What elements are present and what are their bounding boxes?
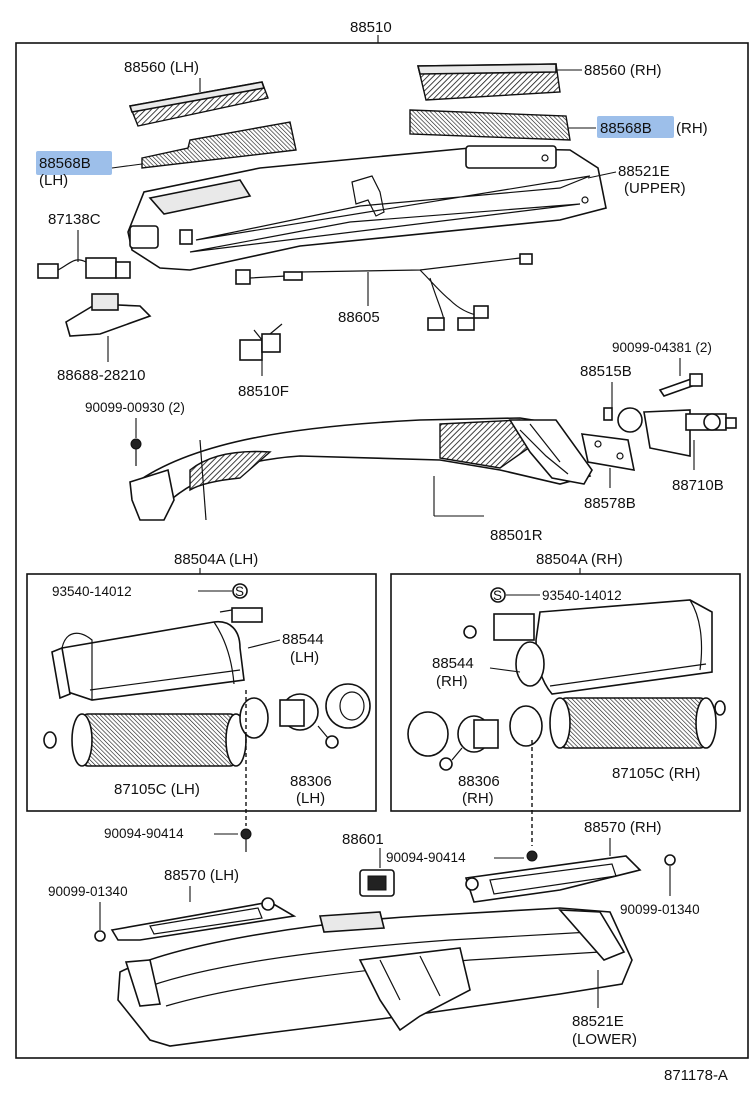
label-filter-lh[interactable]: 88560 (LH) (124, 59, 199, 76)
label-harness[interactable]: 88605 (338, 309, 380, 326)
label-evaporator[interactable]: 88501R (490, 527, 543, 544)
harness-drawing (235, 253, 533, 331)
svg-text:S: S (493, 588, 502, 603)
part-88601-drawing (359, 869, 395, 897)
bolt-top-drawing (658, 373, 703, 397)
label-plate[interactable]: 88578B (584, 495, 636, 512)
label-housing-lh[interactable]: 88544 (282, 631, 324, 648)
motor-rh-drawing (407, 705, 543, 771)
label-duct-rh[interactable]: 88570 (RH) (584, 819, 662, 836)
nut-rh-drawing (664, 854, 676, 866)
evaporator-drawing (129, 417, 593, 521)
lower-case-drawing (117, 907, 633, 1047)
label-blower-rh[interactable]: 88504A (RH) (536, 551, 623, 568)
label-motor-rh[interactable]: 88306 (458, 773, 500, 790)
valve-drawing (617, 407, 737, 457)
connector-drawing (239, 323, 283, 361)
label-88515b[interactable]: 88515B (580, 363, 632, 380)
label-housing-rh[interactable]: 88544 (432, 655, 474, 672)
duct-rh-drawing (464, 855, 642, 903)
fan-lh-drawing (43, 713, 247, 767)
label-case-upper[interactable]: 88521E (618, 163, 670, 180)
motor-lh-drawing (239, 683, 371, 749)
label-seal-lh-side: (LH) (39, 172, 68, 189)
label-valve[interactable]: 88710B (672, 477, 724, 494)
label-motor-rh-side: (RH) (462, 790, 494, 807)
label-nut-rh[interactable]: 90099-01340 (620, 902, 700, 917)
screw-rh-drawing (526, 850, 538, 862)
label-seal-rh-side: (RH) (676, 120, 708, 137)
label-case-lower[interactable]: 88521E (572, 1013, 624, 1030)
highlight-seal-rh (597, 116, 674, 138)
label-motor-lh[interactable]: 88306 (290, 773, 332, 790)
svg-text:S: S (235, 584, 244, 599)
label-blower-lh[interactable]: 88504A (LH) (174, 551, 258, 568)
plate-drawing (580, 433, 636, 471)
highlight-seal-lh (36, 151, 112, 175)
nut-lh-drawing (94, 930, 106, 942)
label-88601[interactable]: 88601 (342, 831, 384, 848)
label-duct-lh[interactable]: 88570 (LH) (164, 867, 239, 884)
blower-lh-frame (26, 573, 377, 812)
label-bracket[interactable]: 88688-28210 (57, 367, 145, 384)
upper-case-drawing (127, 145, 607, 271)
label-motor-lh-side: (LH) (296, 790, 325, 807)
housing-rh-drawing (463, 599, 713, 695)
screw-lh-drawing (240, 828, 252, 852)
label-case-lower-sub: (LOWER) (572, 1031, 637, 1048)
label-clip-rh[interactable]: 93540-14012 (542, 588, 622, 603)
housing-lh-drawing (51, 607, 263, 701)
label-seal-rh[interactable]: 88568B (600, 120, 652, 137)
label-bolt-top[interactable]: 90099-04381 (2) (612, 340, 712, 355)
label-housing-rh-side: (RH) (436, 673, 468, 690)
screw-left-drawing (130, 438, 142, 466)
label-screw-left[interactable]: 90099-00930 (2) (85, 400, 185, 415)
label-screw-rh[interactable]: 90094-90414 (386, 850, 466, 865)
filter-rh-drawing (409, 63, 571, 141)
label-housing-lh-side: (LH) (290, 649, 319, 666)
label-clip-lh[interactable]: 93540-14012 (52, 584, 132, 599)
switch-drawing (37, 257, 131, 279)
blower-rh-frame (390, 573, 741, 812)
duct-lh-drawing (110, 897, 297, 941)
filter-lh-drawing (128, 81, 297, 169)
label-fan-rh[interactable]: 87105C (RH) (612, 765, 700, 782)
label-seal-lh[interactable]: 88568B (39, 155, 91, 172)
label-case-upper-sub: (UPPER) (624, 180, 686, 197)
label-88510[interactable]: 88510 (350, 19, 392, 36)
label-screw-lh[interactable]: 90094-90414 (104, 826, 184, 841)
outer-frame (15, 42, 749, 1059)
fan-rh-drawing (549, 697, 726, 749)
label-connector[interactable]: 88510F (238, 383, 289, 400)
label-filter-rh[interactable]: 88560 (RH) (584, 62, 662, 79)
label-switch[interactable]: 87138C (48, 211, 101, 228)
label-reference: 871178-A (664, 1067, 728, 1084)
label-fan-lh[interactable]: 87105C (LH) (114, 781, 200, 798)
bracket-drawing (65, 293, 152, 337)
label-nut-lh[interactable]: 90099-01340 (48, 884, 128, 899)
